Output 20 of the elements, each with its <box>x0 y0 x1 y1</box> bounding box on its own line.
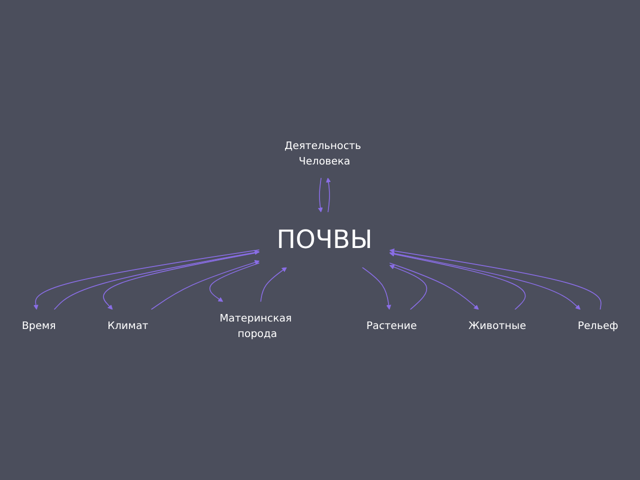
node-text: Животные <box>468 320 526 332</box>
node-text: Климат <box>107 320 148 332</box>
arrow <box>362 267 392 310</box>
arrow <box>389 262 479 310</box>
arrow <box>260 267 287 302</box>
arrow <box>326 178 331 213</box>
arrow <box>318 178 323 213</box>
node-text: Растение <box>366 320 417 332</box>
node-text: Время <box>22 320 56 332</box>
arrow <box>389 248 602 310</box>
arrow <box>389 252 526 310</box>
arrow <box>389 264 428 310</box>
node-text: ПОЧВЫ <box>276 225 372 254</box>
arrow <box>103 252 260 310</box>
node-text: Деятельность Человека <box>284 140 362 168</box>
node-text: Рельеф <box>578 320 618 332</box>
arrow <box>209 262 260 302</box>
node-text: Материнская порода <box>220 312 292 340</box>
arrow <box>389 252 581 310</box>
arrow <box>150 260 260 310</box>
